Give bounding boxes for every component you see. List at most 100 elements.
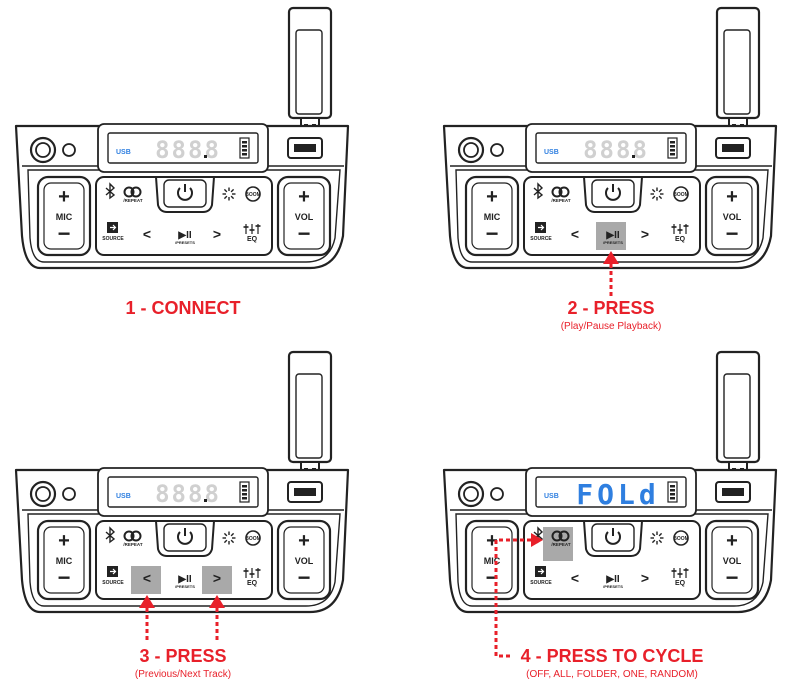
boom-icon (673, 186, 689, 202)
mic-minus-symbol[interactable]: − (486, 221, 499, 246)
step-2-subtitle: (Play/Pause Playback) (561, 321, 662, 332)
source-label: SOURCE (530, 580, 552, 586)
next-button[interactable]: > (213, 226, 221, 242)
vol-plus-symbol[interactable]: + (298, 530, 310, 552)
presets-label: /PRESETS (175, 584, 195, 589)
boom-label: BOOM (673, 192, 689, 198)
repeat-label: /REPEAT (123, 198, 142, 203)
vol-minus-symbol[interactable]: − (726, 221, 739, 246)
highlight-play-button (596, 222, 626, 250)
power-icon (177, 187, 193, 201)
mic-minus-symbol[interactable]: − (58, 221, 71, 246)
vol-label: VOL (295, 556, 314, 566)
eq-sliders-icon (243, 224, 261, 234)
play-pause-button[interactable]: ▶II (177, 574, 191, 585)
source-icon-arrow (538, 224, 545, 231)
arrow-step-4-repeat (494, 533, 543, 658)
bluetooth-icon (533, 526, 544, 544)
eq-sliders-icon (243, 568, 261, 578)
lcd-text: FOLd (576, 478, 659, 511)
usb-flash-drive-icon (287, 350, 333, 486)
prev-button[interactable]: < (571, 226, 579, 242)
power-icon (605, 531, 621, 545)
boom-label: BOOM (673, 536, 689, 542)
repeat-icon-ring (558, 186, 570, 198)
mic-label: MIC (56, 212, 73, 222)
usb-flash-drive-icon (715, 6, 761, 142)
mic-plus-symbol[interactable]: + (58, 186, 70, 208)
step-3-title: 3 - PRESS (139, 646, 226, 666)
usb-label: USB (544, 493, 559, 500)
light-burst-icon (222, 187, 236, 201)
arrow-step-3-prev (139, 595, 155, 640)
repeat-label: /REPEAT (123, 542, 142, 547)
step-1-title: 1 - CONNECT (125, 298, 240, 318)
eq-sliders-icon (671, 568, 689, 578)
prev-button[interactable]: < (143, 226, 151, 242)
arrow-step-2 (603, 251, 619, 296)
power-icon (605, 187, 621, 201)
next-button[interactable]: > (641, 570, 649, 586)
mic-minus-symbol[interactable]: − (58, 565, 71, 590)
presets-label: /PRESETS (603, 584, 623, 589)
eq-label: EQ (247, 236, 258, 243)
usb-flash-drive-icon (715, 350, 761, 486)
eq-sliders-icon (671, 224, 689, 234)
mic-label: MIC (484, 556, 501, 566)
next-button[interactable]: > (213, 570, 221, 586)
light-burst-icon (222, 531, 236, 545)
vol-minus-symbol[interactable]: − (298, 221, 311, 246)
presets-label: /PRESETS (175, 240, 195, 245)
lcd-ghost-digits: 8888 (155, 136, 221, 164)
vol-label: VOL (723, 556, 742, 566)
boom-label: BOOM (245, 536, 261, 542)
repeat-icon (123, 186, 135, 198)
repeat-icon (551, 530, 563, 542)
power-icon (177, 531, 193, 545)
highlight-prev-button (131, 566, 161, 594)
mic-plus-symbol[interactable]: + (486, 530, 498, 552)
prev-button[interactable]: < (571, 570, 579, 586)
presets-label: /PRESETS (603, 240, 623, 245)
source-label: SOURCE (530, 236, 552, 242)
source-icon-arrow (538, 568, 545, 575)
lcd-ghost-digits: 8888 (155, 480, 221, 508)
step-4-subtitle: (OFF, ALL, FOLDER, ONE, RANDOM) (526, 669, 698, 680)
prev-button[interactable]: < (143, 570, 151, 586)
usb-label: USB (544, 149, 559, 156)
lcd-ghost-digits: 8888 (583, 136, 649, 164)
eq-label: EQ (247, 580, 258, 587)
play-pause-button[interactable]: ▶II (177, 230, 191, 241)
next-button[interactable]: > (641, 226, 649, 242)
boom-label: BOOM (245, 192, 261, 198)
play-pause-button[interactable]: ▶II (605, 230, 619, 241)
vol-plus-symbol[interactable]: + (298, 186, 310, 208)
repeat-icon-ring (558, 530, 570, 542)
vol-label: VOL (723, 212, 742, 222)
boom-icon (245, 530, 261, 546)
usb-label: USB (116, 149, 131, 156)
bluetooth-icon (105, 182, 116, 200)
play-pause-button[interactable]: ▶II (605, 574, 619, 585)
vol-plus-symbol[interactable]: + (726, 530, 738, 552)
mic-plus-symbol[interactable]: + (486, 186, 498, 208)
lcd-dot (204, 155, 207, 158)
vol-minus-symbol[interactable]: − (726, 565, 739, 590)
vol-plus-symbol[interactable]: + (726, 186, 738, 208)
bluetooth-icon (533, 182, 544, 200)
source-icon-arrow (110, 224, 117, 231)
mic-plus-symbol[interactable]: + (58, 530, 70, 552)
boom-icon (245, 186, 261, 202)
vol-minus-symbol[interactable]: − (298, 565, 311, 590)
step-2-title: 2 - PRESS (567, 298, 654, 318)
step-4-title: 4 - PRESS TO CYCLE (521, 646, 704, 666)
vol-label: VOL (295, 212, 314, 222)
usb-flash-drive-icon (287, 6, 333, 142)
mic-label: MIC (56, 556, 73, 566)
